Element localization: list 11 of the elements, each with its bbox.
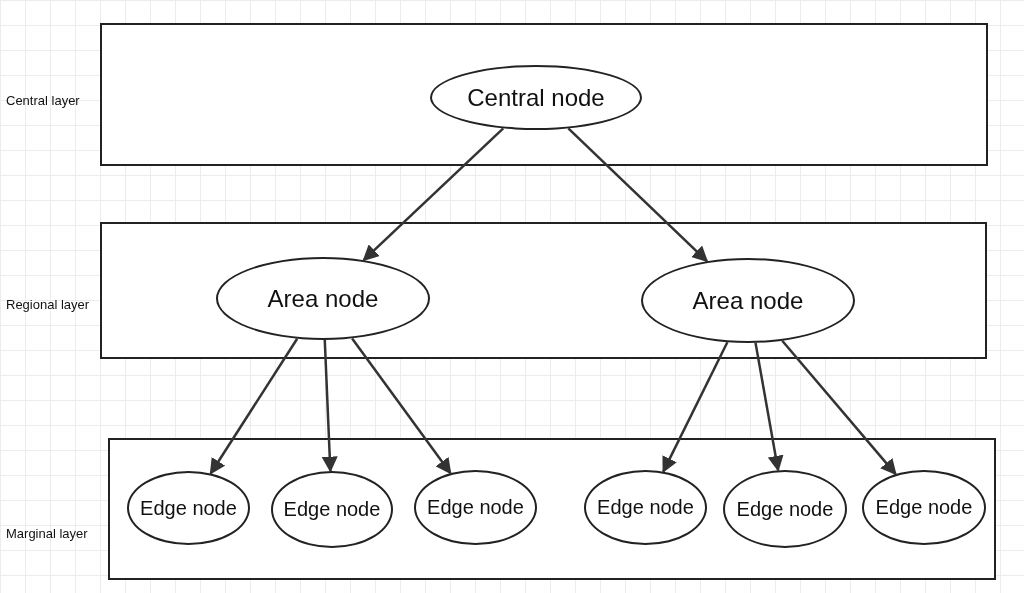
arrow <box>754 342 784 472</box>
arrow <box>209 338 299 475</box>
arrow <box>362 127 505 262</box>
layer-label: Marginal layer <box>6 525 88 541</box>
arrow <box>321 339 338 473</box>
arrow <box>781 339 897 476</box>
arrow <box>567 127 709 263</box>
arrow <box>662 341 729 474</box>
layer-label: Regional layer <box>6 296 90 312</box>
layer-label: Central layer <box>6 92 80 108</box>
arrow <box>351 337 452 475</box>
